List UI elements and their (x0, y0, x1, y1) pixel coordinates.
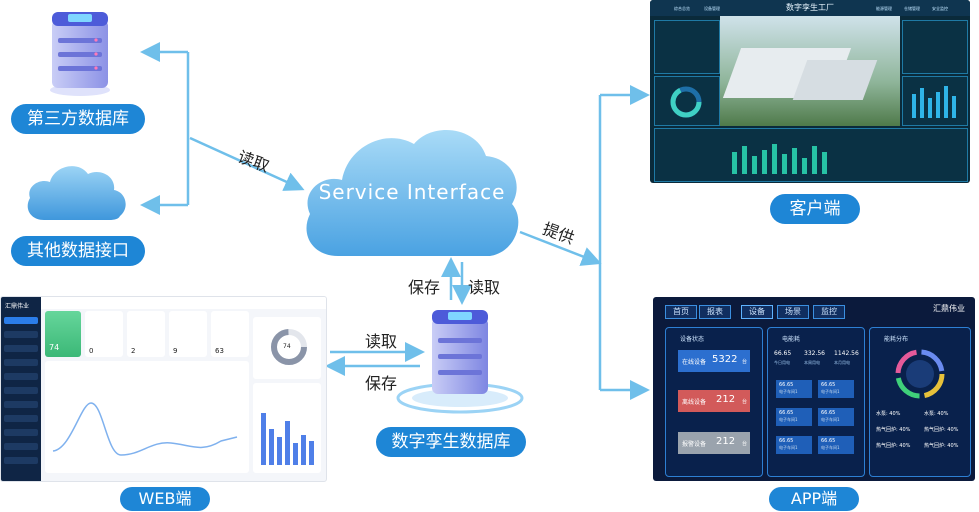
app-tab-monitor[interactable]: 监控 (813, 305, 845, 319)
app-dist-panel: 能耗分布 水泵: 40% 水泵: 40% 热气回炉: 40% 热气回炉: 40%… (869, 327, 971, 477)
app-tab-device[interactable]: 设备 (741, 305, 773, 319)
third-party-db-label: 第三方数据库 (11, 104, 145, 134)
provide-arrows (519, 85, 650, 400)
client-bar-mini (732, 144, 827, 174)
database-icon (50, 12, 110, 96)
cloud-icon (27, 166, 126, 220)
app-status-panel: 设备状态 在线设备 5322 台 离线设备 212 台 报警设备 212 台 (665, 327, 763, 477)
save-web-label: 保存 (365, 374, 398, 393)
app-label: APP端 (769, 487, 859, 511)
web-label: WEB端 (120, 487, 210, 511)
app-status-row: 离线设备 212 台 (678, 390, 750, 412)
other-api-label: 其他数据接口 (11, 236, 145, 266)
app-brand: 汇鼎伟业 (933, 304, 965, 313)
client-title: 数字孪生工厂 (786, 3, 834, 12)
app-tab-report[interactable]: 报表 (699, 305, 731, 319)
web-sidebar: 汇鼎伟业 (1, 297, 41, 481)
app-status-row: 报警设备 212 台 (678, 432, 750, 454)
app-status-row: 在线设备 5322 台 (678, 350, 750, 372)
web-bar-card (253, 383, 321, 473)
app-tab-scene[interactable]: 场景 (777, 305, 809, 319)
read-up-label: 读取 (468, 278, 501, 297)
app-energy-panel: 电能耗 66.65 332.56 1142.56 今日用电 本周用电 本月用电 … (767, 327, 865, 477)
twin-db-label: 数字孪生数据库 (376, 427, 526, 457)
client-screen: 数字孪生工厂 综合总览 设备管理 能源管理 仓储管理 安全监控 (650, 0, 970, 183)
web-kpi-main: 74 (45, 311, 81, 357)
web-donut-card: 74 (253, 317, 321, 379)
twin-database-icon (396, 310, 524, 414)
app-donut (895, 349, 945, 399)
service-interface-label: Service Interface (318, 180, 506, 204)
service-cloud-icon (306, 130, 519, 256)
web-screen: 汇鼎伟业 74 0 2 9 63 74 (0, 296, 327, 482)
third-party-bracket (140, 42, 190, 215)
save-up-label: 保存 (408, 278, 441, 297)
web-line-card (45, 361, 249, 473)
read-web-label: 读取 (365, 332, 398, 351)
client-label: 客户端 (770, 194, 860, 224)
read-top-arrow (189, 136, 305, 191)
app-screen: 首页 报表 设备 场景 监控 汇鼎伟业 设备状态 在线设备 5322 台 离线设… (653, 297, 975, 481)
app-tab-home[interactable]: 首页 (665, 305, 697, 319)
